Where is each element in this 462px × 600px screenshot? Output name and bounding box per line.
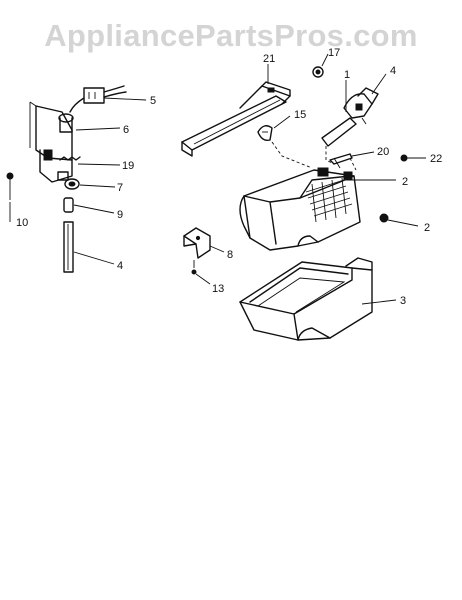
leader-8: [209, 245, 225, 253]
part-22-screw[interactable]: [400, 154, 408, 162]
part-17-nut[interactable]: [312, 66, 324, 78]
label-4-upper: 4: [390, 65, 396, 77]
part-13-screw[interactable]: [191, 260, 197, 275]
label-1: 1: [344, 69, 350, 81]
leader-6: [75, 127, 121, 131]
part-19-spring[interactable]: [59, 156, 81, 161]
part-8-bracket[interactable]: [183, 227, 211, 259]
part-4-shaft[interactable]: [63, 221, 74, 273]
leader-4-upper: [371, 73, 387, 95]
label-4-lower: 4: [117, 260, 123, 272]
label-9: 9: [117, 209, 123, 221]
part-5-connector[interactable]: [69, 85, 127, 113]
leader-5: [103, 97, 147, 101]
label-2-upper: 2: [402, 176, 408, 188]
leader-7: [79, 184, 116, 188]
label-8: 8: [227, 249, 233, 261]
label-22: 22: [430, 153, 442, 165]
part-15-clip[interactable]: [257, 125, 273, 142]
assembly-line-20: [349, 157, 357, 171]
label-19: 19: [122, 160, 134, 172]
part-2-screw[interactable]: [379, 213, 389, 223]
label-6: 6: [123, 124, 129, 136]
part-7-grommet[interactable]: [64, 178, 80, 190]
assembly-line-15: [271, 141, 313, 169]
part-20-lever[interactable]: [329, 153, 353, 169]
label-5: 5: [150, 95, 156, 107]
assembly-line-1: [325, 146, 335, 165]
label-2-lower: 2: [424, 222, 430, 234]
part-10-screw[interactable]: [6, 172, 14, 200]
label-21: 21: [263, 53, 275, 65]
label-10: 10: [16, 217, 28, 229]
leader-20: [351, 151, 375, 157]
part-21-mounting-rail[interactable]: [181, 81, 291, 157]
part-2-ice-mold[interactable]: [239, 167, 361, 251]
leader-2-lower: [387, 219, 419, 227]
leader-9: [73, 204, 115, 214]
label-17: 17: [328, 47, 340, 59]
label-20: 20: [377, 146, 389, 158]
part-3-ice-bin[interactable]: [239, 257, 373, 341]
leader-4-lower: [73, 251, 115, 265]
part-9-coupling[interactable]: [63, 197, 74, 213]
label-7: 7: [117, 182, 123, 194]
leader-19: [77, 163, 121, 166]
label-13: 13: [212, 283, 224, 295]
leader-15: [273, 115, 291, 129]
leader-13: [195, 273, 211, 285]
label-15: 15: [294, 109, 306, 121]
watermark-text: AppliancePartsPros.com: [44, 18, 418, 53]
part-6-motor-module[interactable]: [29, 101, 74, 183]
leader-17: [321, 53, 329, 67]
leader-3: [361, 299, 397, 305]
part-4-arm-assembly[interactable]: [321, 87, 379, 147]
label-3: 3: [400, 295, 406, 307]
